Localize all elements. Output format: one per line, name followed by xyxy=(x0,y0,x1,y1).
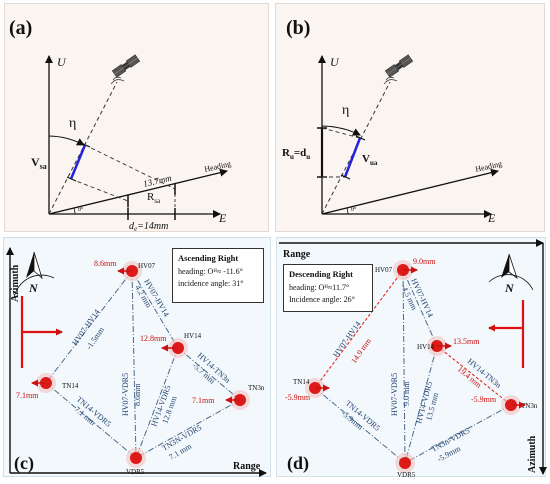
eta-arc xyxy=(48,135,85,146)
panel-a-letter: (a) xyxy=(9,17,32,39)
vua-vector xyxy=(343,137,362,178)
svg-text:VDR5: VDR5 xyxy=(397,471,416,479)
vsa-vector xyxy=(69,144,87,180)
panel-c: Azimuth Range N HV07-HV14 -1.5mm HV07-HV… xyxy=(3,237,271,477)
panel-b-diagram: (b) U E Heading θ° η Ru=du Vua xyxy=(282,17,503,225)
baseline-network xyxy=(45,270,241,459)
baseline-label: HV07-VDR5 xyxy=(121,373,130,416)
baseline-value: 8.6mm xyxy=(133,383,142,406)
svg-text:HV07: HV07 xyxy=(138,262,156,270)
eta-label: η xyxy=(69,116,76,131)
eta-arc xyxy=(321,125,361,136)
u-axis-label: U xyxy=(330,55,340,69)
de-label: de=14mm xyxy=(129,221,168,233)
orbit-incidence: Incidence angle: 26° xyxy=(289,295,355,304)
e-axis-label: E xyxy=(487,211,496,225)
station-value: 13.5mm xyxy=(453,337,480,346)
orbit-title: Descending Right xyxy=(289,269,353,279)
range-label: Range xyxy=(283,249,311,260)
panel-b: (b) U E Heading θ° η Ru=du Vua xyxy=(275,3,545,232)
projection-line-top xyxy=(84,144,176,190)
heading-line xyxy=(321,168,499,215)
station-vdr5: VDR5 xyxy=(126,448,146,476)
station-hv07: HV07 9.0mm xyxy=(375,257,436,280)
panel-d-letter: (d) xyxy=(287,453,309,474)
svg-text:HV14: HV14 xyxy=(184,332,202,340)
station-value: 8.6mm xyxy=(94,259,117,268)
station-vdr5: VDR5 xyxy=(395,453,416,479)
svg-text:TN14: TN14 xyxy=(293,378,310,386)
station-hv14: HV14 13.5mm xyxy=(417,336,480,356)
orbit-info-box: Descending Right heading: Oᴴ≈11.7° Incid… xyxy=(283,264,373,312)
north-label: N xyxy=(504,281,515,295)
station-hv14: HV14 12.8mm xyxy=(140,332,202,358)
north-arrow-icon xyxy=(488,253,534,291)
baseline-network xyxy=(314,269,512,464)
line-of-sight xyxy=(321,81,391,215)
svg-text:TN3n: TN3n xyxy=(521,402,538,410)
orbit-info-box: Ascending Right heading: Oᴴ≈ -11.6° inci… xyxy=(172,248,264,303)
panel-a: (a) U E Heading θ° η Vsa xyxy=(4,3,269,233)
north-arrow-icon xyxy=(13,251,55,299)
svg-text:TN14: TN14 xyxy=(62,382,79,390)
station-tn3n: TN3n 7.1mm xyxy=(192,384,265,410)
satellite-icon xyxy=(384,54,414,78)
heading-angle-label: θ° xyxy=(78,206,84,213)
u-axis-label: U xyxy=(57,55,67,69)
orbit-heading: heading: Oᴴ≈ -11.6° xyxy=(178,267,243,276)
baseline-value: 14.9 mm xyxy=(349,336,373,365)
north-label: N xyxy=(28,281,39,295)
vua-label: Vua xyxy=(362,153,378,167)
station-value: 7.1mm xyxy=(192,396,215,405)
station-hv07: HV07 8.6mm xyxy=(94,259,156,281)
station-value: 9.0mm xyxy=(413,257,436,266)
heading-line xyxy=(48,168,228,215)
station-value: -5.9mm xyxy=(285,393,311,402)
svg-text:HV14: HV14 xyxy=(417,343,435,351)
ru-du-label: Ru=du xyxy=(282,147,310,161)
measure-label: 13.7mm xyxy=(142,173,173,189)
highlight-baselines xyxy=(314,269,512,406)
azimuth-label: Azimuth xyxy=(10,264,21,302)
svg-text:TN3n: TN3n xyxy=(248,384,265,392)
orbit-incidence: incidence angle: 31° xyxy=(178,279,244,288)
station-value: -5.9mm xyxy=(471,395,497,404)
e-axis-label: E xyxy=(218,211,227,225)
satellite-icon xyxy=(111,54,141,78)
heading-label: Heading xyxy=(203,159,231,174)
heading-angle-label: θ° xyxy=(351,206,357,213)
azimuth-label: Azimuth xyxy=(527,435,538,473)
orbit-title: Ascending Right xyxy=(178,253,239,263)
station-tn14: TN14 7.1mm xyxy=(16,373,79,400)
panel-d: Range Azimuth N HV07-HV14 14.9 mm HV07-H… xyxy=(276,237,547,479)
heading-angle-arc xyxy=(73,207,76,215)
svg-text:HV07: HV07 xyxy=(375,266,393,274)
projection-line-bottom xyxy=(70,178,129,202)
panel-c-network: Azimuth Range N HV07-HV14 -1.5mm HV07-HV… xyxy=(6,247,267,477)
line-of-sight xyxy=(48,81,118,215)
eta-label: η xyxy=(342,103,349,118)
rsa-label: Rsa xyxy=(147,191,161,205)
station-value: 7.1mm xyxy=(16,391,39,400)
station-tn14: TN14 -5.9mm xyxy=(285,378,330,402)
baseline-labels: HV07-HV14 -1.5mm HV07-HV14 4.2 mm HV07-V… xyxy=(70,278,232,462)
panel-c-letter: (c) xyxy=(14,453,34,474)
baseline-value: 9.0 mm xyxy=(402,381,411,406)
baseline-label: HV07-VDR5 xyxy=(390,373,399,416)
range-label: Range xyxy=(233,461,261,472)
heading-angle-arc xyxy=(346,207,349,215)
station-tn3n: TN3n -5.9mm xyxy=(471,395,538,415)
orbit-heading: heading: Oᴴ≈11.7° xyxy=(289,283,350,292)
panel-d-network: Range Azimuth N HV07-HV14 14.9 mm HV07-H… xyxy=(279,239,547,479)
svg-text:VDR5: VDR5 xyxy=(126,468,145,476)
panel-a-diagram: (a) U E Heading θ° η Vsa xyxy=(9,17,232,233)
vsa-label: Vsa xyxy=(31,155,47,171)
heading-label: Heading xyxy=(474,159,502,174)
panel-b-letter: (b) xyxy=(286,17,310,39)
station-value: 12.8mm xyxy=(140,334,167,343)
